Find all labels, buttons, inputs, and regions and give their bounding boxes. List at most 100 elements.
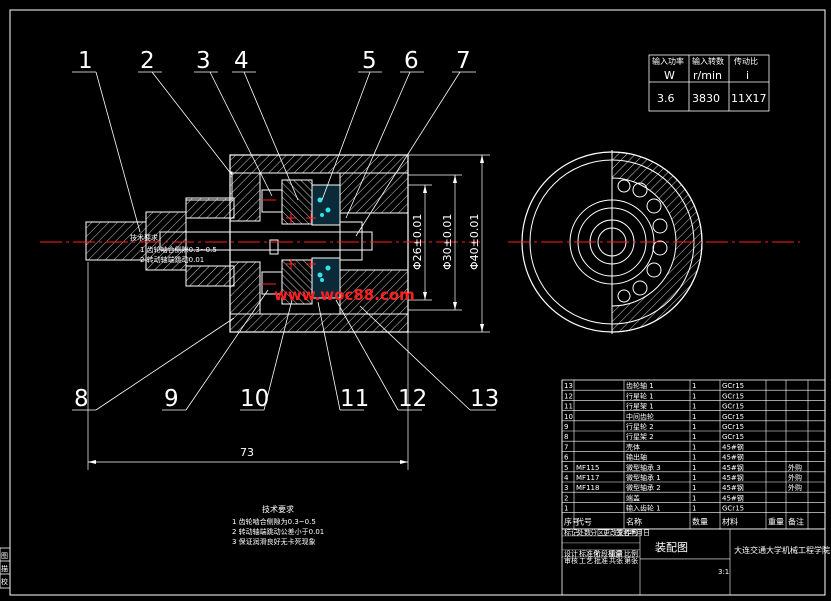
bearing-upper bbox=[311, 184, 341, 226]
spec-value-ratio: 11X17 bbox=[731, 92, 767, 105]
title-label-a-3: 更改文件号 bbox=[603, 528, 638, 537]
bom-cell-10-3: 1 bbox=[692, 413, 696, 421]
callout-7: 7 bbox=[456, 48, 471, 74]
bom-cell-5-2: 微型轴承 3 bbox=[626, 463, 661, 472]
section-view bbox=[40, 154, 480, 333]
bom-cell-2-4: 45#钢 bbox=[722, 493, 744, 502]
bom-cell-13-3: 1 bbox=[692, 382, 696, 390]
bom-cell-2-3: 1 bbox=[692, 494, 696, 502]
bom-cell-6-2: 输出轴 bbox=[626, 453, 647, 462]
bom-cell-8-3: 1 bbox=[692, 433, 696, 441]
callout-10: 10 bbox=[240, 386, 269, 412]
callout-1: 1 bbox=[78, 48, 93, 74]
input-shaft-collar bbox=[145, 211, 187, 271]
institution-name: 大连交通大学机械工程学院 bbox=[734, 545, 830, 555]
bom-header-4: 材料 bbox=[722, 517, 738, 527]
bom-cell-7-3: 1 bbox=[692, 443, 696, 451]
title-label-c-4: 第张 bbox=[624, 556, 638, 565]
spec-table bbox=[648, 54, 770, 112]
title-label-a-1: 处数 bbox=[577, 528, 591, 537]
watermark: www.woc88.com bbox=[274, 286, 415, 304]
left-label-3: 校 bbox=[1, 577, 8, 586]
callout-6: 6 bbox=[404, 48, 419, 74]
callout-3: 3 bbox=[196, 48, 211, 74]
left-label-1: 图 bbox=[1, 552, 8, 560]
spec-value-power: 3.6 bbox=[657, 92, 675, 105]
bom-cell-3-2: 微型轴承 2 bbox=[626, 483, 661, 492]
bom-cell-3-4: 45#钢 bbox=[722, 483, 744, 492]
inner-note-title: 技术要求 bbox=[130, 233, 158, 242]
bom-cell-4-2: 微型轴承 1 bbox=[626, 473, 661, 482]
title-label-c-1: 工艺 bbox=[579, 557, 593, 565]
title-label-a-0: 标记 bbox=[564, 528, 578, 537]
spec-header-ratio: 传动比 bbox=[734, 56, 758, 66]
callout-11: 11 bbox=[340, 386, 369, 412]
bom-cell-12-0: 12 bbox=[564, 392, 573, 400]
bom-cell-13-2: 齿轮轴 1 bbox=[626, 381, 654, 390]
title-label-b-3: 重量 bbox=[609, 550, 623, 558]
bom-cell-3-3: 1 bbox=[692, 484, 696, 492]
bom-cell-11-2: 行星架 1 bbox=[626, 402, 654, 411]
spec-value-speed: 3830 bbox=[692, 92, 720, 105]
callout-8: 8 bbox=[74, 386, 89, 412]
end-cap-lower bbox=[185, 265, 235, 287]
bom-header-2: 名称 bbox=[626, 517, 642, 527]
leader-lines bbox=[72, 71, 496, 411]
bom-cell-6-0: 6 bbox=[564, 454, 569, 462]
dimension-lines bbox=[87, 154, 490, 470]
scale-value: 3:1 bbox=[718, 568, 729, 576]
callout-2: 2 bbox=[140, 48, 155, 74]
bom-cell-10-4: GCr15 bbox=[722, 413, 744, 421]
bom-cell-3-6: 外购 bbox=[788, 483, 802, 492]
drawing-border bbox=[9, 9, 826, 596]
tech-req-3: 3 保证润滑良好无卡死现象 bbox=[232, 537, 316, 546]
bom-cell-12-4: GCr15 bbox=[722, 392, 744, 400]
bom-cell-9-4: GCr15 bbox=[722, 423, 744, 431]
callout-5: 5 bbox=[362, 48, 377, 74]
bom-cell-9-3: 1 bbox=[692, 423, 696, 431]
bom-cell-11-3: 1 bbox=[692, 403, 696, 411]
spec-unit-ratio: i bbox=[746, 69, 749, 82]
bom-cell-4-4: 45#钢 bbox=[722, 473, 744, 482]
bom-header-3: 数量 bbox=[692, 517, 708, 527]
bom-cell-1-0: 1 bbox=[564, 505, 568, 513]
bom-cell-1-3: 1 bbox=[692, 505, 696, 513]
callout-9: 9 bbox=[164, 386, 179, 412]
bom-cell-12-3: 1 bbox=[692, 392, 696, 400]
inner-note-1: 1 齿轮啮合侧隙0.3~0.5 bbox=[140, 245, 217, 254]
bom-cell-5-1: MF115 bbox=[576, 464, 599, 472]
inner-note-2: 2 转动轴端跳动0.01 bbox=[140, 255, 204, 264]
bom-cell-9-0: 9 bbox=[564, 423, 568, 431]
title-label-c-0: 审核 bbox=[564, 556, 578, 565]
callout-13: 13 bbox=[470, 386, 499, 412]
bom-cell-4-3: 1 bbox=[692, 474, 696, 482]
title-label-a-2: 分区 bbox=[590, 528, 604, 537]
bom-cell-8-4: GCr15 bbox=[722, 433, 744, 441]
bom-cell-1-4: GCr15 bbox=[722, 505, 744, 513]
spec-unit-speed: r/min bbox=[693, 69, 722, 82]
bom-cell-8-0: 8 bbox=[564, 433, 568, 441]
dim-dia-40: Φ40±0.01 bbox=[468, 214, 481, 270]
bom-cell-13-4: GCr15 bbox=[722, 382, 744, 390]
planet-gear-upper bbox=[281, 179, 313, 225]
bom-cell-12-2: 行星轮 1 bbox=[626, 391, 654, 400]
bom-cell-5-0: 5 bbox=[564, 464, 568, 472]
title-label-c-2: 批准 bbox=[594, 556, 608, 565]
callout-12: 12 bbox=[398, 386, 427, 412]
bom-cell-2-0: 2 bbox=[564, 494, 568, 502]
dim-length: 73 bbox=[240, 446, 254, 459]
bom-cell-8-2: 行星架 2 bbox=[626, 432, 654, 441]
drawing-name: 装配图 bbox=[655, 541, 688, 554]
bom-cell-1-2: 输入齿轮 1 bbox=[626, 504, 661, 513]
housing-top-wall bbox=[229, 154, 409, 174]
bom-cell-3-1: MF118 bbox=[576, 484, 599, 492]
bom-header-5: 重量 bbox=[768, 517, 784, 527]
tech-req-1: 1 齿轮啮合侧隙为0.3~0.5 bbox=[232, 517, 316, 526]
housing-bottom-wall bbox=[229, 313, 409, 333]
callout-4: 4 bbox=[234, 48, 249, 74]
bom-cell-5-6: 外购 bbox=[788, 463, 802, 472]
central-shaft bbox=[159, 231, 373, 251]
bom-header-0: 序号 bbox=[564, 517, 580, 527]
title-label-c-3: 共张 bbox=[609, 556, 623, 565]
